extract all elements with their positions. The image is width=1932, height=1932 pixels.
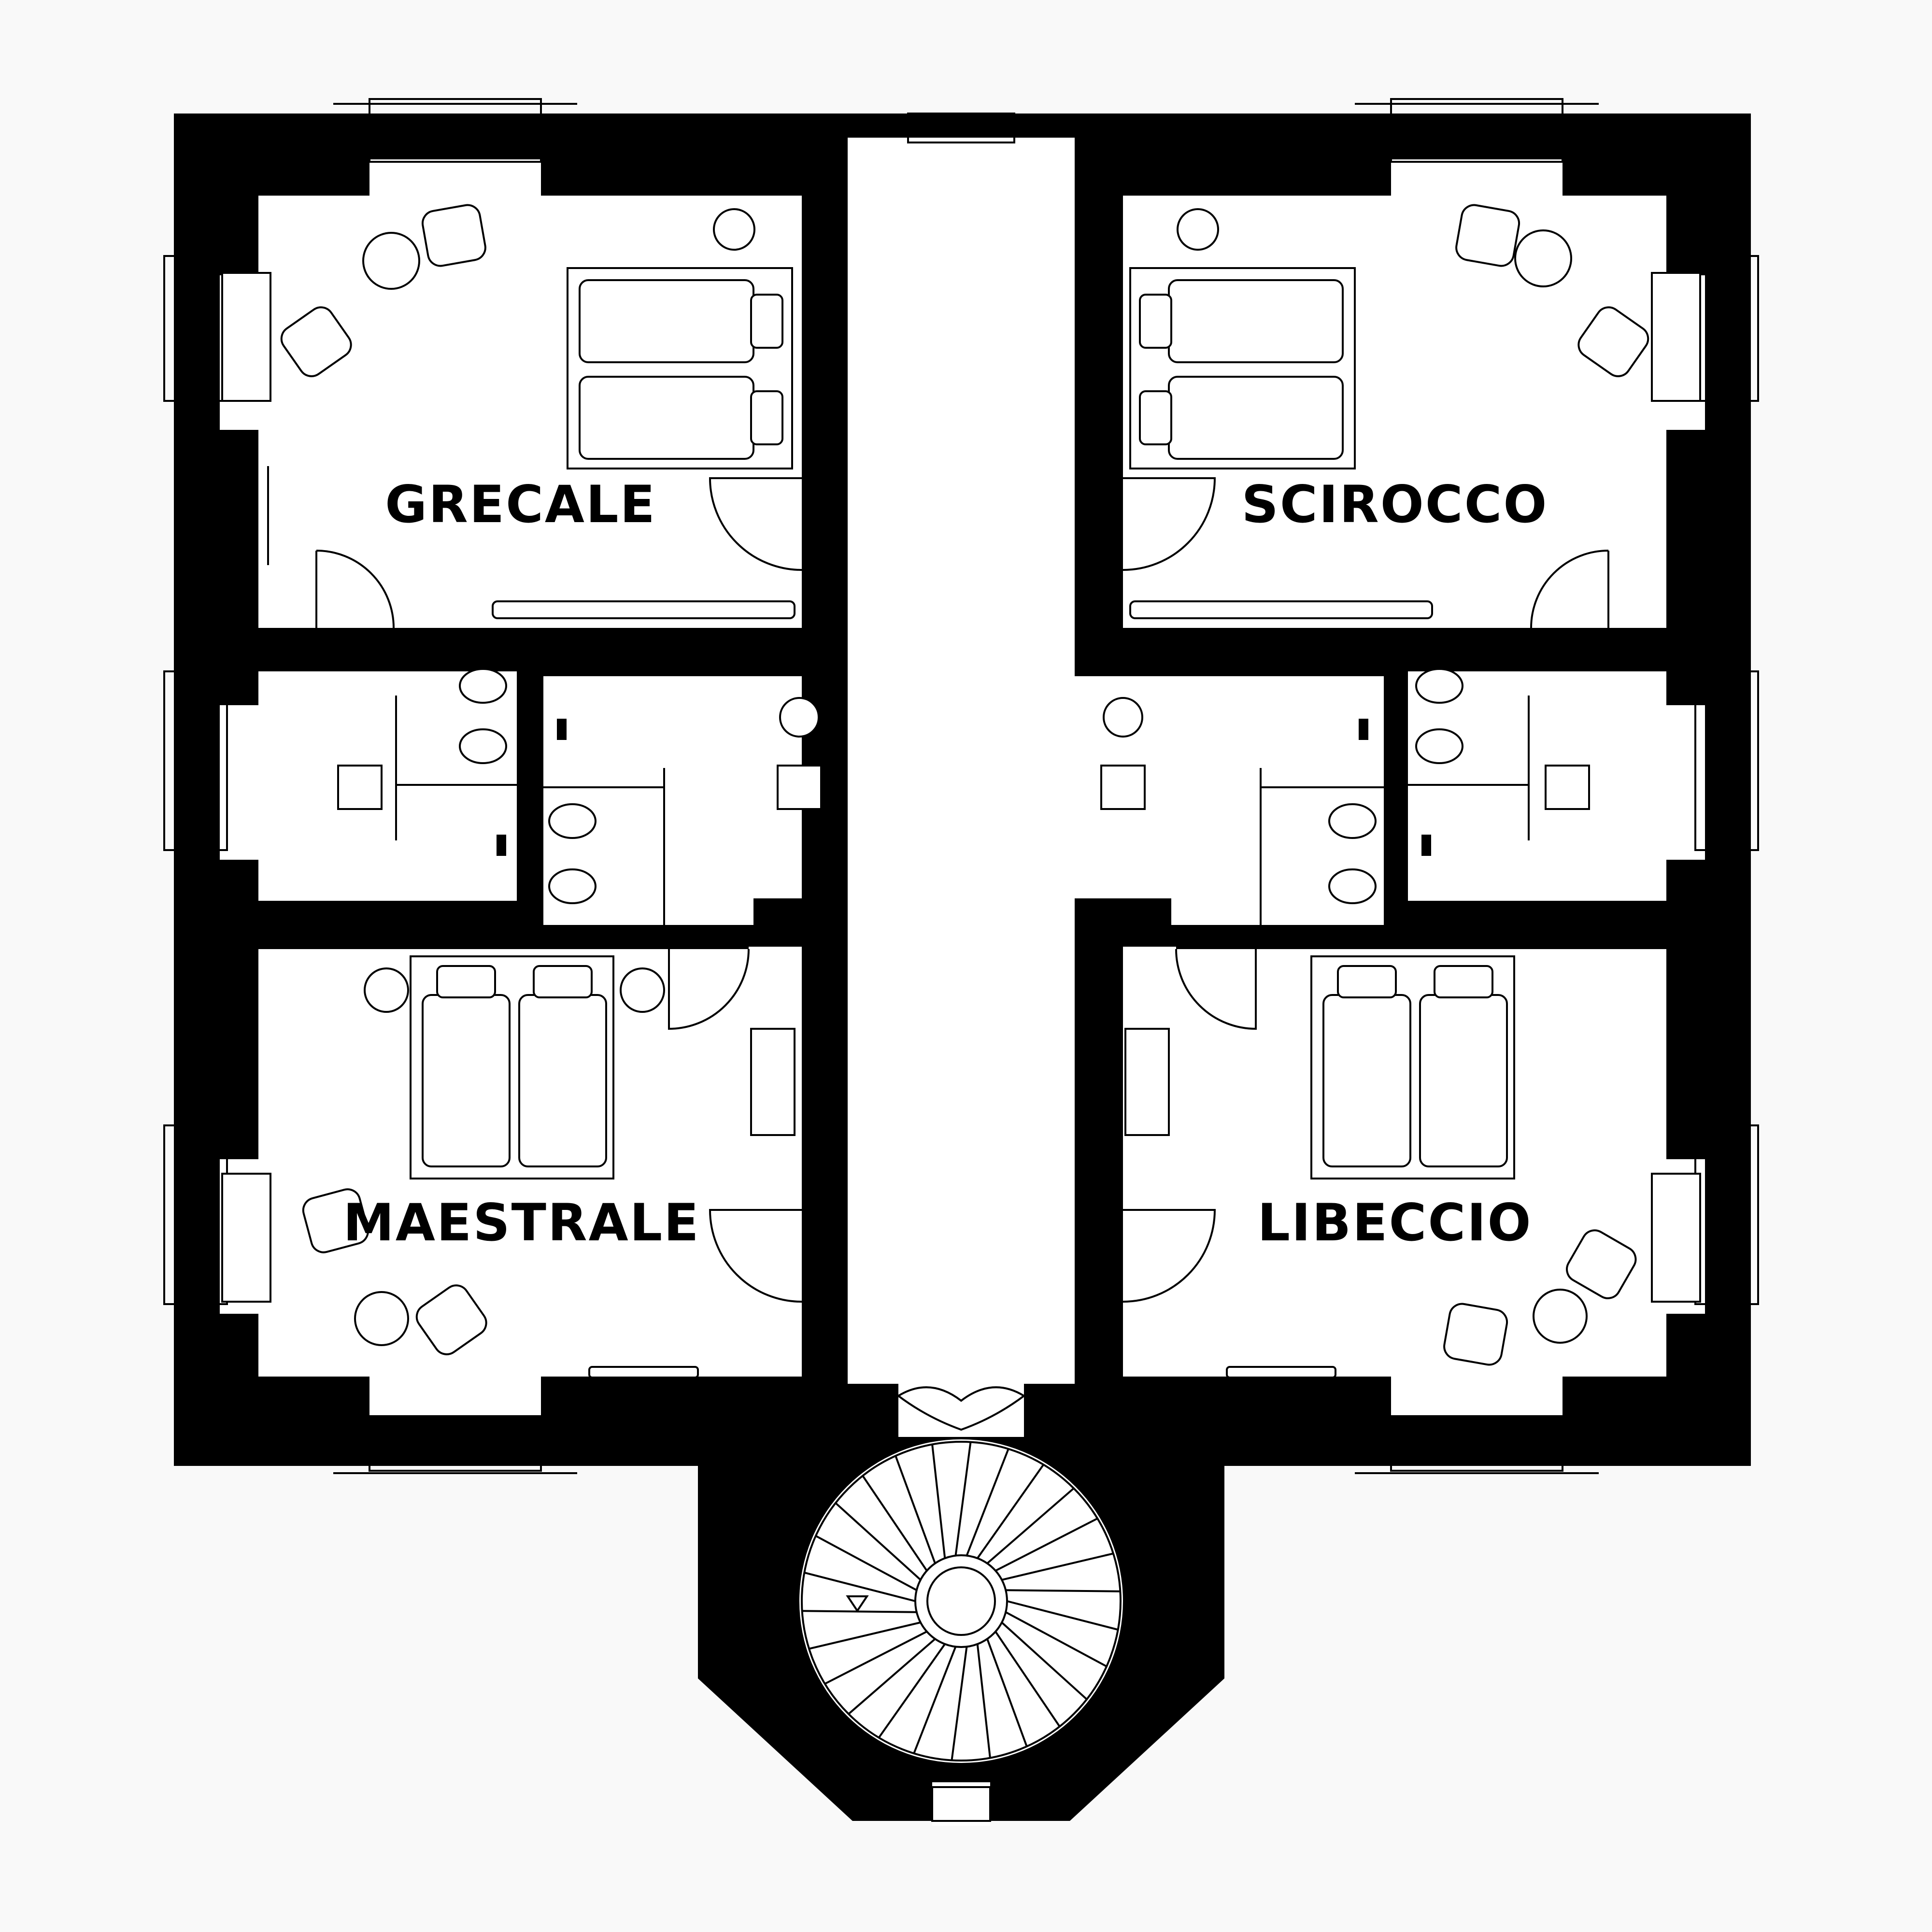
- sink-icon: [1545, 765, 1590, 810]
- stair-tread: [1001, 1552, 1114, 1581]
- armchair-icon: [1566, 1229, 1637, 1299]
- sink-icon: [1100, 765, 1146, 810]
- bathroom-fixtures-right: [1100, 668, 1590, 925]
- stair-tread: [804, 1571, 916, 1602]
- stair-tread: [824, 1631, 927, 1685]
- bidet-icon: [1328, 803, 1377, 839]
- door-swing-icon: [1122, 1209, 1216, 1303]
- stair-tread: [848, 1638, 936, 1715]
- armchair-icon: [1577, 306, 1649, 377]
- round-table-icon: [364, 967, 409, 1013]
- round-table-icon: [1514, 229, 1572, 287]
- door-swing-icon: [709, 1209, 802, 1303]
- furniture-libeccio: [1124, 955, 1701, 1378]
- sink-icon: [337, 765, 383, 810]
- corridor-entry-niche: [901, 138, 1022, 196]
- door-swing-icon: [1122, 477, 1216, 571]
- round-table-icon: [713, 208, 755, 251]
- stair-tread: [954, 1442, 972, 1556]
- door-swing-icon: [315, 550, 395, 628]
- armchair-icon: [1455, 204, 1520, 267]
- bidet-icon: [459, 668, 507, 704]
- door-swing-icon: [668, 949, 750, 1030]
- room-label-grecale: GRECALE: [385, 475, 656, 534]
- stair-tread: [966, 1449, 1009, 1556]
- toilet-icon: [548, 868, 597, 904]
- stair-tread: [913, 1646, 957, 1754]
- room-label-libeccio: LIBECCIO: [1257, 1193, 1533, 1252]
- round-table-icon: [354, 1291, 409, 1346]
- door-swing-icon: [1530, 550, 1609, 628]
- stair-tread: [951, 1647, 968, 1761]
- bidet-icon: [1415, 668, 1463, 704]
- radiator-icon: [1129, 600, 1433, 619]
- stair-tread: [862, 1475, 928, 1572]
- spiral-staircase-icon: [801, 1386, 1122, 1762]
- furniture-maestrale: [221, 955, 796, 1378]
- stair-tread: [815, 1535, 917, 1591]
- stair-tread: [931, 1444, 946, 1559]
- stair-tread: [809, 1621, 921, 1650]
- toilet-icon: [1328, 868, 1377, 904]
- interior-walls: [753, 196, 1171, 1377]
- central-corridor: [848, 138, 1075, 1384]
- stair-tread: [986, 1487, 1075, 1564]
- furniture-grecale: [221, 204, 796, 619]
- bathroom-left-outer-floor: [258, 671, 517, 901]
- sink-icon: [777, 765, 822, 810]
- stair-tread: [1005, 1611, 1108, 1667]
- room-label-scirocco: SCIROCCO: [1241, 475, 1548, 534]
- furniture-scirocco: [1129, 204, 1701, 619]
- armchair-icon: [302, 1188, 369, 1253]
- stair-tread: [1006, 1589, 1121, 1592]
- windows: [163, 98, 1759, 1822]
- stair-tread: [835, 1502, 922, 1581]
- armchair-icon: [1443, 1303, 1508, 1366]
- stair-tread: [878, 1643, 946, 1738]
- stair-tread: [802, 1610, 917, 1613]
- room-label-maestrale: MAESTRALE: [343, 1193, 700, 1252]
- toilet-icon: [1415, 728, 1463, 764]
- round-table-icon: [1177, 208, 1219, 251]
- stair-tread: [1001, 1621, 1088, 1700]
- door-swing-icon: [1175, 949, 1257, 1030]
- stair-tread: [976, 1644, 991, 1758]
- round-table-icon: [620, 967, 665, 1013]
- armchair-icon: [415, 1284, 487, 1355]
- bidet-icon: [548, 803, 597, 839]
- stair-direction-arrow-icon: [846, 1595, 869, 1613]
- toilet-icon: [459, 728, 507, 764]
- radiator-icon: [492, 600, 796, 619]
- doors: [267, 466, 1609, 1303]
- stair-tread: [895, 1455, 936, 1564]
- radiator-icon: [1226, 1366, 1336, 1378]
- stair-tread: [986, 1638, 1028, 1747]
- armchair-icon: [421, 204, 486, 267]
- bathroom-right-outer-floor: [1408, 671, 1666, 901]
- bathroom-fixtures-left: [337, 668, 822, 925]
- stair-tread: [1007, 1600, 1119, 1631]
- stair-tread: [994, 1631, 1061, 1727]
- round-table-icon: [362, 232, 420, 290]
- radiator-icon: [588, 1366, 699, 1378]
- stair-tread: [995, 1518, 1098, 1572]
- armchair-icon: [280, 306, 352, 377]
- round-table-icon: [1533, 1289, 1588, 1344]
- stair-tread: [977, 1464, 1045, 1559]
- door-swing-icon: [709, 477, 802, 571]
